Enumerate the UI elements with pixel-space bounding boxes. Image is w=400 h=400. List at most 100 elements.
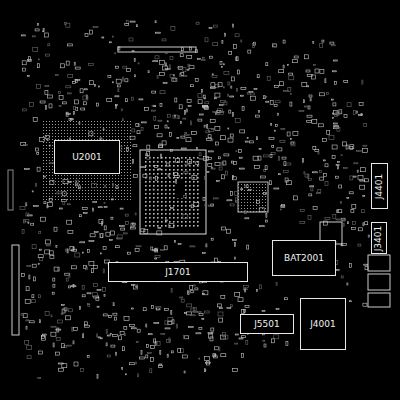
component-outline: J5501: [240, 314, 294, 334]
smd-pad: [94, 85, 95, 87]
smd-pad: [319, 124, 324, 127]
smd-pad: [363, 303, 367, 306]
smd-pad: [203, 252, 206, 253]
smd-pad: [157, 134, 162, 137]
smd-pad: [358, 244, 361, 246]
smd-pad: [130, 21, 135, 22]
smd-pad: [318, 189, 321, 192]
smd-pad: [203, 57, 205, 58]
smd-pad: [148, 334, 152, 335]
smd-pad: [320, 177, 324, 180]
smd-pad: [165, 125, 167, 128]
smd-pad: [350, 146, 353, 149]
smd-pad: [338, 210, 339, 212]
smd-pad: [177, 138, 179, 139]
smd-pad: [208, 129, 213, 132]
smd-pad: [304, 172, 305, 174]
smd-pad: [220, 136, 225, 140]
smd-pad: [191, 121, 192, 125]
smd-pad: [359, 102, 363, 105]
smd-pad: [219, 347, 220, 351]
smd-pad: [276, 282, 277, 285]
smd-pad: [336, 270, 339, 271]
smd-pad: [85, 322, 88, 325]
smd-pad: [103, 129, 104, 130]
smd-pad: [199, 313, 203, 315]
smd-pad: [49, 198, 52, 201]
smd-pad: [154, 166, 157, 168]
smd-pad: [361, 210, 364, 213]
cpu-socket: [140, 150, 206, 234]
smd-pad: [127, 252, 130, 254]
smd-pad: [287, 132, 290, 136]
smd-pad: [132, 97, 134, 100]
smd-pad: [333, 60, 337, 61]
side-pads: [8, 170, 13, 210]
smd-pad: [43, 334, 47, 335]
smd-pad: [320, 170, 322, 172]
smd-pad: [170, 75, 174, 78]
smd-pad: [196, 333, 201, 334]
smd-pad: [313, 207, 317, 210]
smd-pad: [259, 110, 260, 112]
smd-pad: [353, 176, 356, 177]
smd-pad: [245, 141, 248, 142]
smd-pad: [75, 67, 80, 69]
smd-pad: [104, 207, 107, 208]
smd-pad: [271, 123, 272, 125]
smd-pad: [242, 309, 245, 313]
smd-pad: [112, 183, 113, 186]
smd-pad: [274, 130, 275, 131]
smd-pad: [364, 264, 368, 265]
smd-pad: [116, 79, 121, 83]
smd-pad: [256, 289, 257, 291]
smd-pad: [75, 253, 80, 257]
smd-pad: [266, 101, 269, 102]
smd-pad: [154, 322, 159, 323]
smd-pad: [336, 176, 339, 178]
smd-pad: [23, 314, 27, 318]
smd-pad: [125, 374, 126, 375]
smd-pad: [208, 163, 212, 166]
smd-pad: [333, 71, 337, 72]
smd-pad: [204, 369, 205, 372]
smd-pad: [181, 136, 185, 138]
smd-pad: [116, 66, 119, 68]
smd-pad: [233, 176, 234, 179]
smd-pad: [224, 102, 227, 105]
smd-pad: [362, 149, 367, 153]
smd-pad: [135, 362, 136, 364]
smd-pad: [168, 127, 169, 129]
smd-pad: [236, 57, 238, 61]
smd-pad: [365, 267, 368, 270]
smd-pad: [257, 75, 259, 78]
ref-designator: U2001: [72, 153, 102, 162]
smd-pad: [63, 180, 68, 184]
smd-pad: [120, 331, 124, 334]
smd-pad: [53, 284, 55, 287]
smd-pad: [100, 338, 102, 339]
smd-pad: [174, 240, 175, 242]
smd-pad: [159, 366, 163, 368]
smd-pad: [170, 207, 173, 208]
smd-pad: [238, 298, 243, 302]
smd-pad: [39, 320, 40, 323]
smd-pad: [289, 76, 294, 80]
smd-pad: [83, 252, 84, 253]
smd-pad: [230, 134, 233, 137]
smd-pad: [281, 206, 285, 208]
smd-pad: [33, 47, 38, 51]
smd-pad: [232, 368, 237, 371]
smd-pad: [221, 227, 225, 230]
smd-pad: [83, 96, 88, 100]
smd-pad: [131, 328, 136, 329]
smd-pad: [210, 337, 213, 341]
smd-pad: [110, 42, 112, 43]
smd-pad: [208, 135, 211, 138]
smd-pad: [143, 174, 147, 177]
smd-pad: [189, 47, 191, 50]
smd-pad: [179, 105, 182, 109]
smd-pad: [317, 193, 321, 194]
smd-pad: [197, 311, 201, 312]
smd-pad: [195, 288, 198, 290]
